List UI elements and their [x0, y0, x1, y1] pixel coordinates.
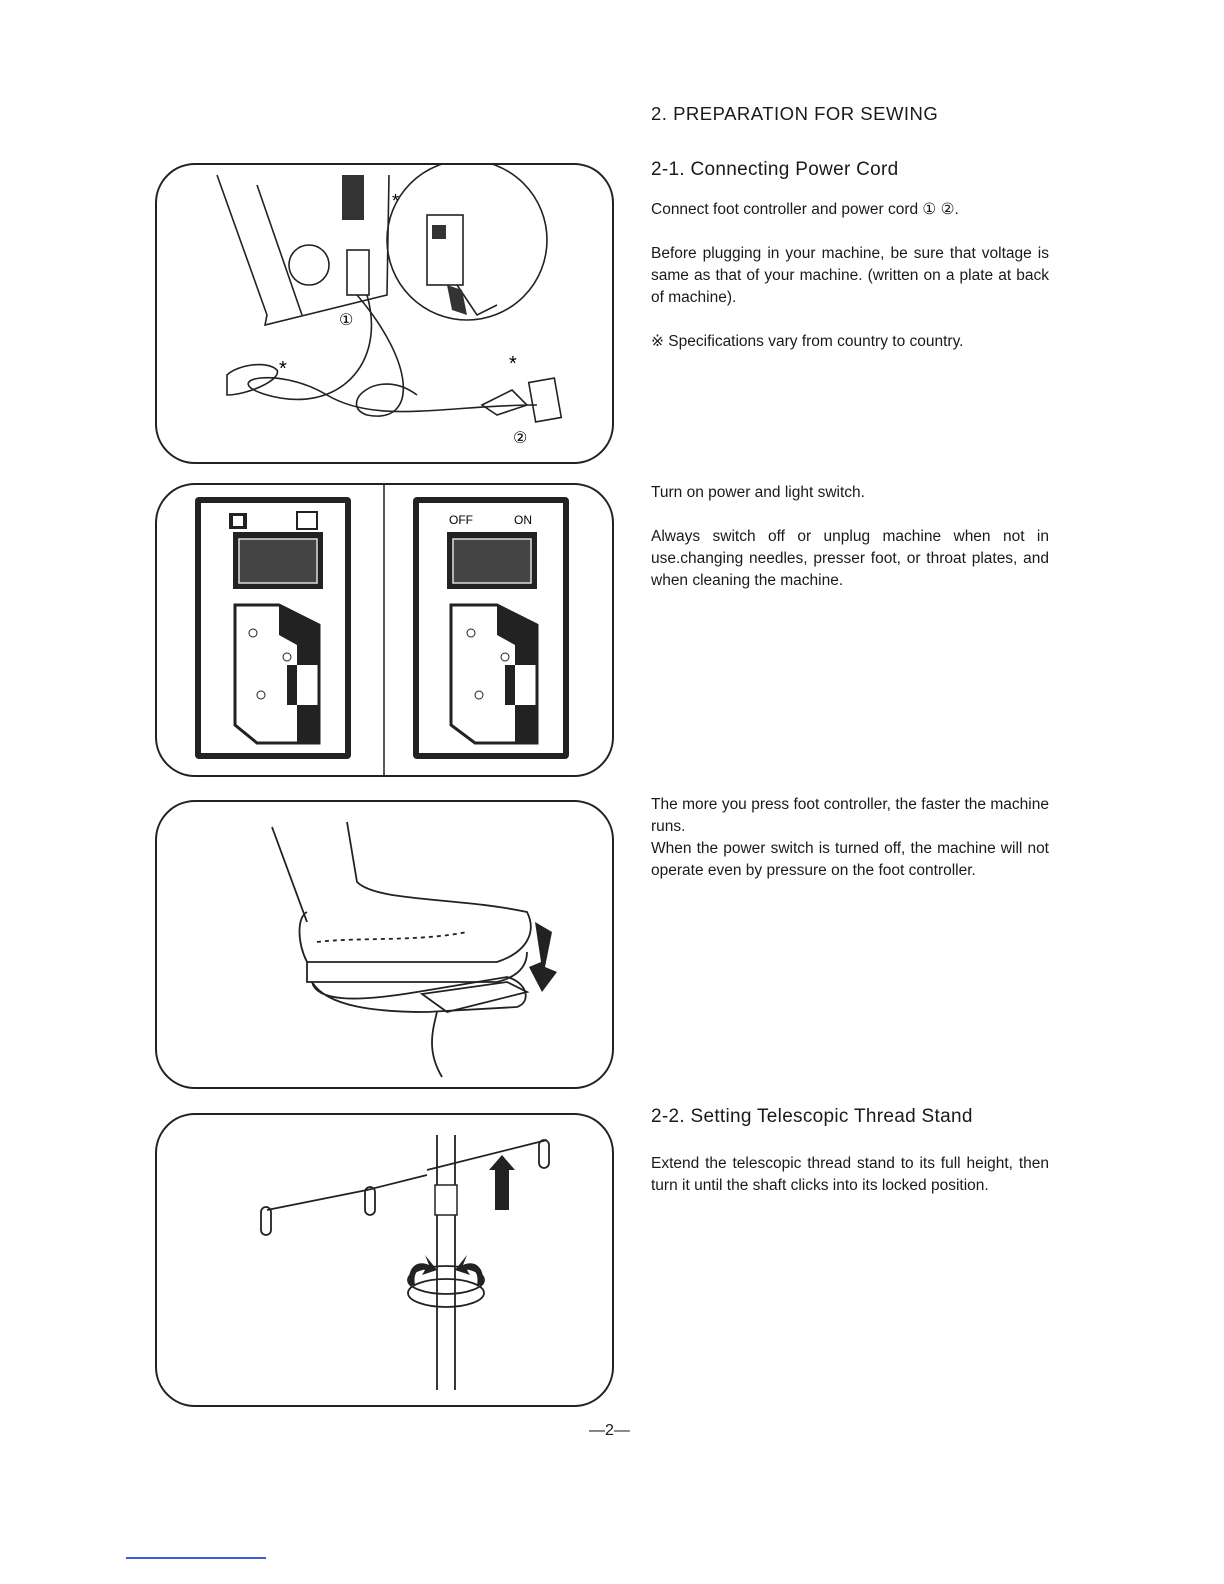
thread-stand-illustration — [260, 1135, 550, 1390]
off-label: OFF — [449, 513, 473, 527]
figure-foot-controller — [155, 800, 614, 1089]
paragraph: Extend the telescopic thread stand to it… — [651, 1155, 1049, 1194]
paragraph: Always switch off or unplug machine when… — [651, 528, 1049, 589]
foot-controller-text: The more you press foot controller, the … — [651, 794, 1049, 904]
paragraph: Connect foot controller and power cord ①… — [651, 201, 959, 218]
star-mark: * — [279, 358, 287, 380]
paragraph: Before plugging in your machine, be sure… — [651, 245, 1049, 306]
on-label: ON — [514, 513, 532, 527]
label-2: ② — [513, 430, 527, 447]
switch-text: Turn on power and light switch. Always s… — [651, 482, 1049, 614]
footer-link-underline — [126, 1557, 266, 1559]
switch-illustration: OFF ON — [195, 485, 569, 775]
figure-switches: OFF ON — [155, 483, 614, 777]
power-cord-illustration: ① ② * * * — [216, 165, 563, 447]
power-cord-text: Connect foot controller and power cord ①… — [651, 199, 1049, 375]
subsection-title-thread-stand: 2-2. Setting Telescopic Thread Stand — [651, 1106, 973, 1127]
paragraph: Turn on power and light switch. — [651, 484, 865, 501]
star-mark: * — [392, 191, 399, 211]
thread-stand-text: Extend the telescopic thread stand to it… — [651, 1153, 1049, 1219]
paragraph: ※ Specifications vary from country to co… — [651, 333, 964, 350]
paragraph: The more you press foot controller, the … — [651, 796, 1049, 835]
label-1: ① — [339, 312, 353, 329]
figure-power-cord: ① ② * * * — [155, 163, 614, 464]
subsection-title-power-cord: 2-1. Connecting Power Cord — [651, 159, 899, 180]
section-title: 2. PREPARATION FOR SEWING — [651, 103, 939, 124]
paragraph: When the power switch is turned off, the… — [651, 840, 1049, 879]
foot-controller-illustration — [271, 821, 557, 1078]
figure-thread-stand — [155, 1113, 614, 1407]
page-number: —2— — [589, 1422, 630, 1439]
star-mark: * — [509, 353, 517, 375]
